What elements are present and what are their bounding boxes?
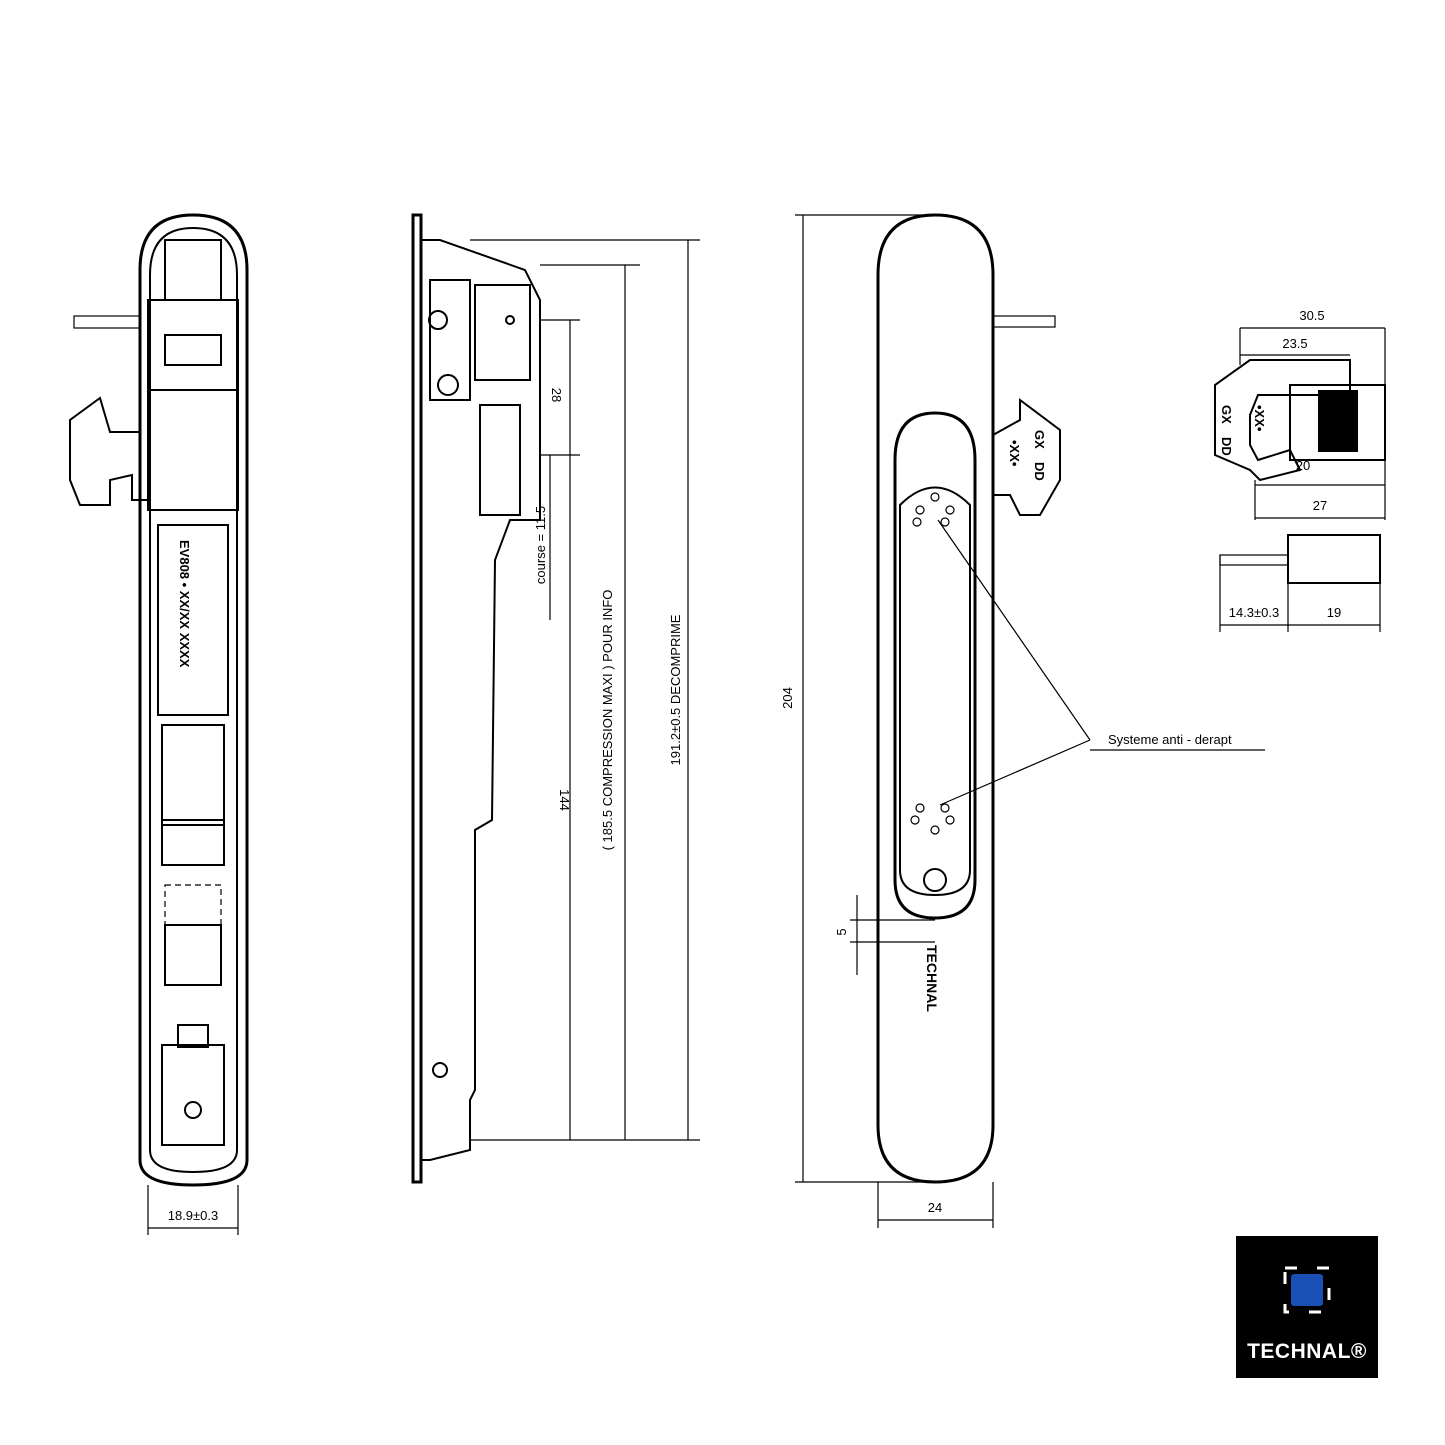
front-latch-hook: [992, 398, 1061, 516]
side-upper-chamber: [429, 279, 471, 401]
side-slider: [479, 404, 521, 516]
side-dim-compression: ( 185.5 COMPRESSION MAXI ) POUR INFO: [600, 590, 615, 851]
side-view: 28 course = 11.5 144 ( 185.5 COMPRESSION…: [411, 213, 700, 1184]
detail-pin: [1219, 554, 1289, 566]
leader-line-top: [937, 519, 1091, 741]
detail-dim-20: 20: [1296, 458, 1310, 473]
detail-dim-23-5: 23.5: [1282, 336, 1307, 351]
side-head-pin: [505, 315, 515, 325]
front-view: •XX• GX DD TECHNAL Systeme anti - derapt…: [780, 213, 1265, 1228]
left-view-inner-outline: [149, 226, 238, 1174]
left-marking-text: EV808 • XX/XX XXXX: [177, 540, 192, 668]
side-body: [421, 239, 541, 1161]
detail-latch-code-1: GX: [1219, 405, 1234, 424]
logo-text: TECHNAL®: [1247, 1340, 1367, 1363]
front-latch-marking: •XX•: [1007, 440, 1022, 467]
spring-block: [161, 724, 225, 826]
front-latch-code-1: GX: [1032, 430, 1047, 449]
leader-line-bottom: [939, 739, 1091, 806]
latch-hook: [69, 396, 148, 506]
grip-recess: [893, 411, 977, 920]
detail-dim-19: 19: [1327, 605, 1341, 620]
detail-latch-code-2: DD: [1219, 437, 1234, 456]
side-dim-28: 28: [549, 388, 564, 402]
upper-pin: [73, 315, 141, 329]
side-head: [474, 284, 531, 381]
front-width-dim: 24: [928, 1200, 942, 1215]
side-lower-hole: [432, 1062, 448, 1078]
side-dim-144: 144: [557, 789, 572, 811]
front-height-dim: 204: [780, 687, 795, 709]
side-upper-hole: [428, 310, 448, 330]
top-cap: [164, 239, 222, 301]
side-face-plate: [411, 213, 423, 1184]
bottom-tab: [177, 1024, 209, 1048]
front-latch-code-2: DD: [1032, 462, 1047, 481]
bottom-screw-hole: [184, 1101, 202, 1119]
side-dim-course: course = 11.5: [533, 506, 548, 584]
detail-cylinder: [1287, 534, 1381, 584]
bottom-block: [161, 1044, 225, 1146]
technal-logo-mark: [1283, 1266, 1331, 1314]
anti-slip-dots-top: [912, 492, 955, 527]
detail-dim-14-3: 14.3±0.3: [1229, 605, 1280, 620]
lower-block: [164, 924, 222, 986]
handle-screw-hole: [923, 868, 947, 892]
detail-dim-27: 27: [1313, 498, 1327, 513]
anti-slip-dots-bottom: [910, 803, 955, 835]
front-upper-pin: [992, 315, 1056, 328]
detail-view: •XX• GX DD 30.5 23.5 20 27 14.3±0.3 19: [1214, 308, 1386, 632]
hidden-slide: [164, 884, 222, 926]
grip-inner: [899, 486, 971, 897]
left-view-outline: [138, 213, 249, 1187]
side-dim-decompressed: 191.2±0.5 DECOMPRIME: [668, 614, 683, 765]
anti-slip-label: Systeme anti - derapt: [1108, 732, 1232, 747]
detail-latch-marking: •XX•: [1252, 405, 1267, 432]
left-view: EV808 • XX/XX XXXX 18.9±0.3: [69, 213, 249, 1235]
mid-clip: [161, 819, 225, 866]
side-round-hole: [437, 374, 459, 396]
handle-outline: [876, 213, 995, 1184]
detail-spring: [1318, 390, 1358, 452]
marked-plate: [157, 524, 229, 716]
top-block: [147, 299, 239, 391]
latch-housing: [147, 389, 239, 511]
left-width-dim: 18.9±0.3: [168, 1208, 219, 1223]
top-slot: [164, 334, 222, 366]
detail-dim-30-5: 30.5: [1299, 308, 1324, 323]
engraved-brand: TECHNAL: [924, 945, 940, 1012]
technal-logo: TECHNAL®: [1236, 1236, 1378, 1378]
front-gap-dim: 5: [834, 928, 849, 935]
